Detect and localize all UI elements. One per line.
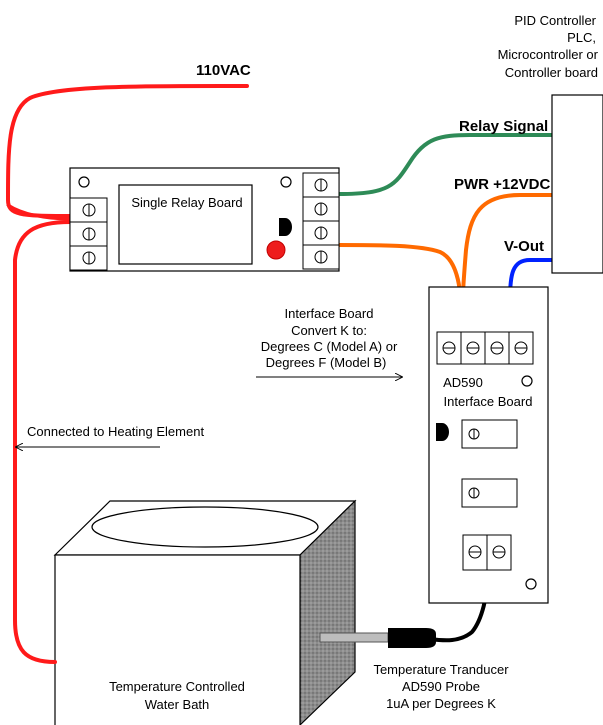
screw-icon: [514, 341, 528, 355]
screw-icon: [82, 227, 96, 241]
water-bath-label-2: Water Bath: [145, 697, 210, 712]
ac-heating-element-wire: [13, 220, 72, 664]
probe-body: [388, 628, 436, 648]
controller-board: PID Controller PLC, Microcontroller or C…: [498, 13, 603, 274]
heating-label: Connected to Heating Element: [27, 424, 204, 439]
screw-icon: [490, 341, 504, 355]
interface-board-label-1: AD590: [443, 375, 483, 390]
relay-board-mount-hole: [280, 176, 292, 188]
relay-led-icon: [266, 240, 286, 260]
interface-note-line-1: Interface Board: [285, 306, 374, 321]
water-bath: Temperature Controlled Water Bath: [53, 499, 357, 725]
interface-note-line-2: Convert K to:: [291, 323, 367, 338]
screw-icon: [314, 202, 328, 216]
interface-mount-hole: [525, 578, 537, 590]
screw-icon: [468, 428, 480, 440]
terminal: [69, 221, 108, 247]
screw-icon: [314, 226, 328, 240]
probe-label-2: AD590 Probe: [402, 679, 480, 694]
ad590-probe: [319, 628, 436, 648]
screw-icon: [466, 341, 480, 355]
screw-icon: [468, 487, 480, 499]
screw-icon: [314, 250, 328, 264]
screw-icon: [82, 251, 96, 265]
screw-icon: [468, 545, 482, 559]
interface-board-label-2: Interface Board: [444, 394, 533, 409]
screw-icon: [442, 341, 456, 355]
power-label: PWR +12VDC: [454, 176, 550, 193]
relay-component: [118, 184, 253, 265]
relay-signal-label: Relay Signal: [459, 118, 548, 135]
relay-signal-wire: [337, 133, 554, 196]
controller-label-4: Controller board: [505, 65, 598, 80]
relay-board-mount-hole: [78, 176, 90, 188]
relay-left-terminal-block: [69, 197, 108, 271]
heating-note: Connected to Heating Element: [16, 424, 204, 447]
ac-splice-wire: [6, 203, 72, 221]
probe-label-1: Temperature Tranducer: [373, 662, 509, 677]
probe-stem: [319, 632, 389, 643]
controller-box: [551, 94, 603, 274]
ac-wiring: [6, 83, 249, 664]
water-bath-front: [54, 554, 301, 725]
ac-supply-wire: [6, 83, 249, 218]
water-bath-opening: [91, 506, 319, 548]
interface-top-terminal-block: [436, 331, 534, 365]
vout-label: V-Out: [504, 238, 544, 255]
interface-note-line-3: Degrees C (Model A) or: [261, 339, 398, 354]
probe-label-3: 1uA per Degrees K: [386, 696, 496, 711]
screw-icon: [314, 178, 328, 192]
screw-icon: [82, 203, 96, 217]
screw-icon: [492, 545, 506, 559]
relay-right-terminal-block: [302, 172, 340, 270]
water-bath-label-1: Temperature Controlled: [109, 679, 245, 694]
relay-diode-icon: [279, 218, 292, 236]
interface-mount-hole: [521, 375, 533, 387]
interface-note: Interface Board Convert K to: Degrees C …: [256, 306, 402, 377]
ac-supply-label: 110VAC: [196, 62, 251, 79]
controller-label-1: PID Controller: [514, 13, 596, 28]
relay-board-label: Single Relay Board: [131, 195, 242, 210]
controller-label-2: PLC,: [567, 30, 596, 45]
interface-board: AD590 Interface Board: [428, 286, 549, 604]
relay-board: Single Relay Board: [69, 167, 340, 272]
interface-diode-icon: [436, 423, 449, 441]
interface-note-line-4: Degrees F (Model B): [266, 355, 387, 370]
probe-note: Temperature Tranducer AD590 Probe 1uA pe…: [373, 662, 509, 711]
interface-probe-terminal-block: [462, 534, 512, 571]
controller-label-3: Microcontroller or: [498, 47, 599, 62]
